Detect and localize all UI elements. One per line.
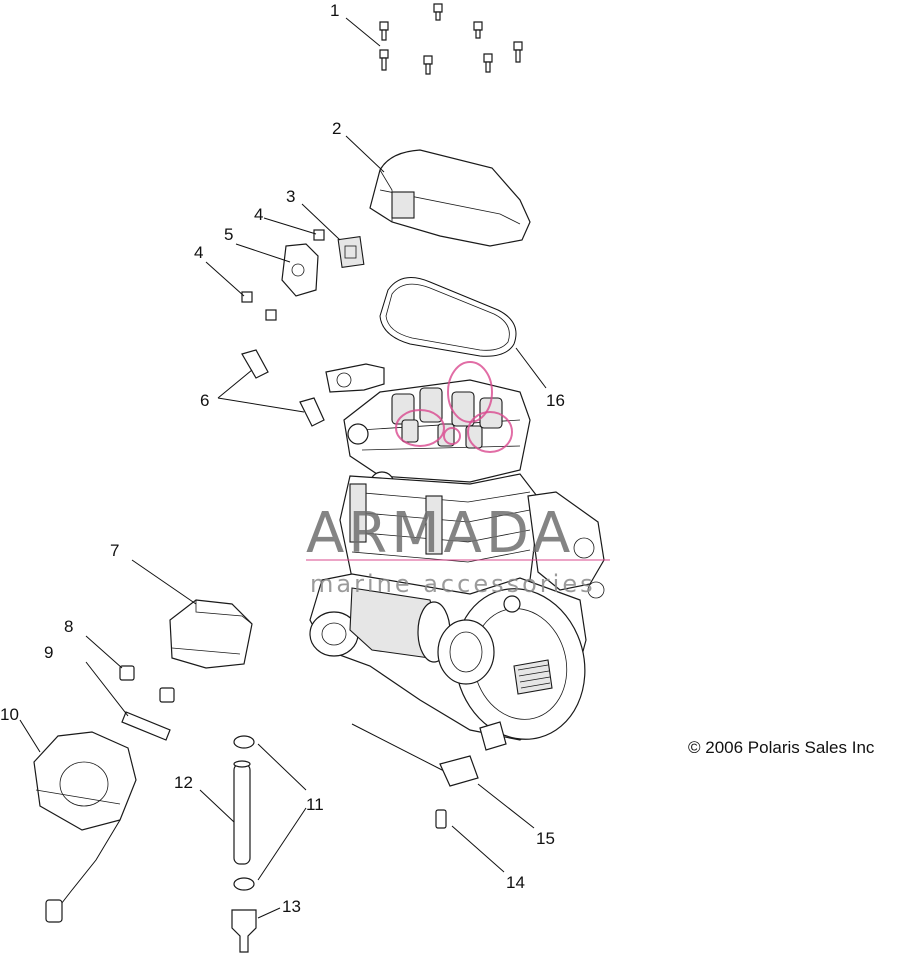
callout-3: 3	[286, 187, 295, 206]
callout-5: 5	[224, 225, 233, 244]
fitting-13	[231, 907, 281, 953]
watermark-flower-icon	[395, 361, 513, 453]
callout-8: 8	[64, 617, 73, 636]
pin-14	[435, 809, 505, 873]
clamp-11	[233, 735, 307, 891]
callout-6: 6	[200, 391, 209, 410]
intake-boot-7	[131, 559, 253, 669]
bolt-set-1	[345, 3, 523, 75]
callout-16: 16	[546, 391, 565, 410]
callout-10: 10	[0, 705, 19, 724]
dipstick-15	[351, 723, 535, 829]
watermark-tagline: marine accessories	[310, 570, 596, 598]
callout-14: 14	[506, 873, 525, 892]
callout-9: 9	[44, 643, 53, 662]
callout-13: 13	[282, 897, 301, 916]
breather-3	[301, 203, 365, 269]
throttle-body-10	[19, 719, 137, 923]
callout-2: 2	[332, 119, 341, 138]
armada-watermark: ARMADA marine accessories	[306, 361, 610, 598]
bolt-9	[85, 661, 171, 741]
callout-11: 11	[306, 795, 324, 814]
bolt-8	[85, 635, 175, 703]
copyright-notice: © 2006 Polaris Sales Inc	[688, 738, 875, 757]
callout-7: 7	[110, 541, 119, 560]
callout-12: 12	[174, 773, 193, 792]
callout-1: 1	[330, 1, 339, 20]
spark-plugs-6	[217, 349, 325, 427]
gasket-16	[379, 277, 547, 389]
callout-4a: 4	[254, 205, 263, 224]
sensor-assembly-5	[205, 217, 325, 321]
callout-4b: 4	[194, 243, 203, 262]
engine-block	[309, 363, 605, 751]
hose-12	[199, 760, 251, 865]
callout-labels: 1 2 3 4 4 5 6 7 8 9 10 11 12 13 14 15 16	[0, 1, 565, 916]
callout-15: 15	[536, 829, 555, 848]
watermark-brand: ARMADA	[306, 501, 574, 566]
valve-cover-2	[345, 135, 531, 247]
